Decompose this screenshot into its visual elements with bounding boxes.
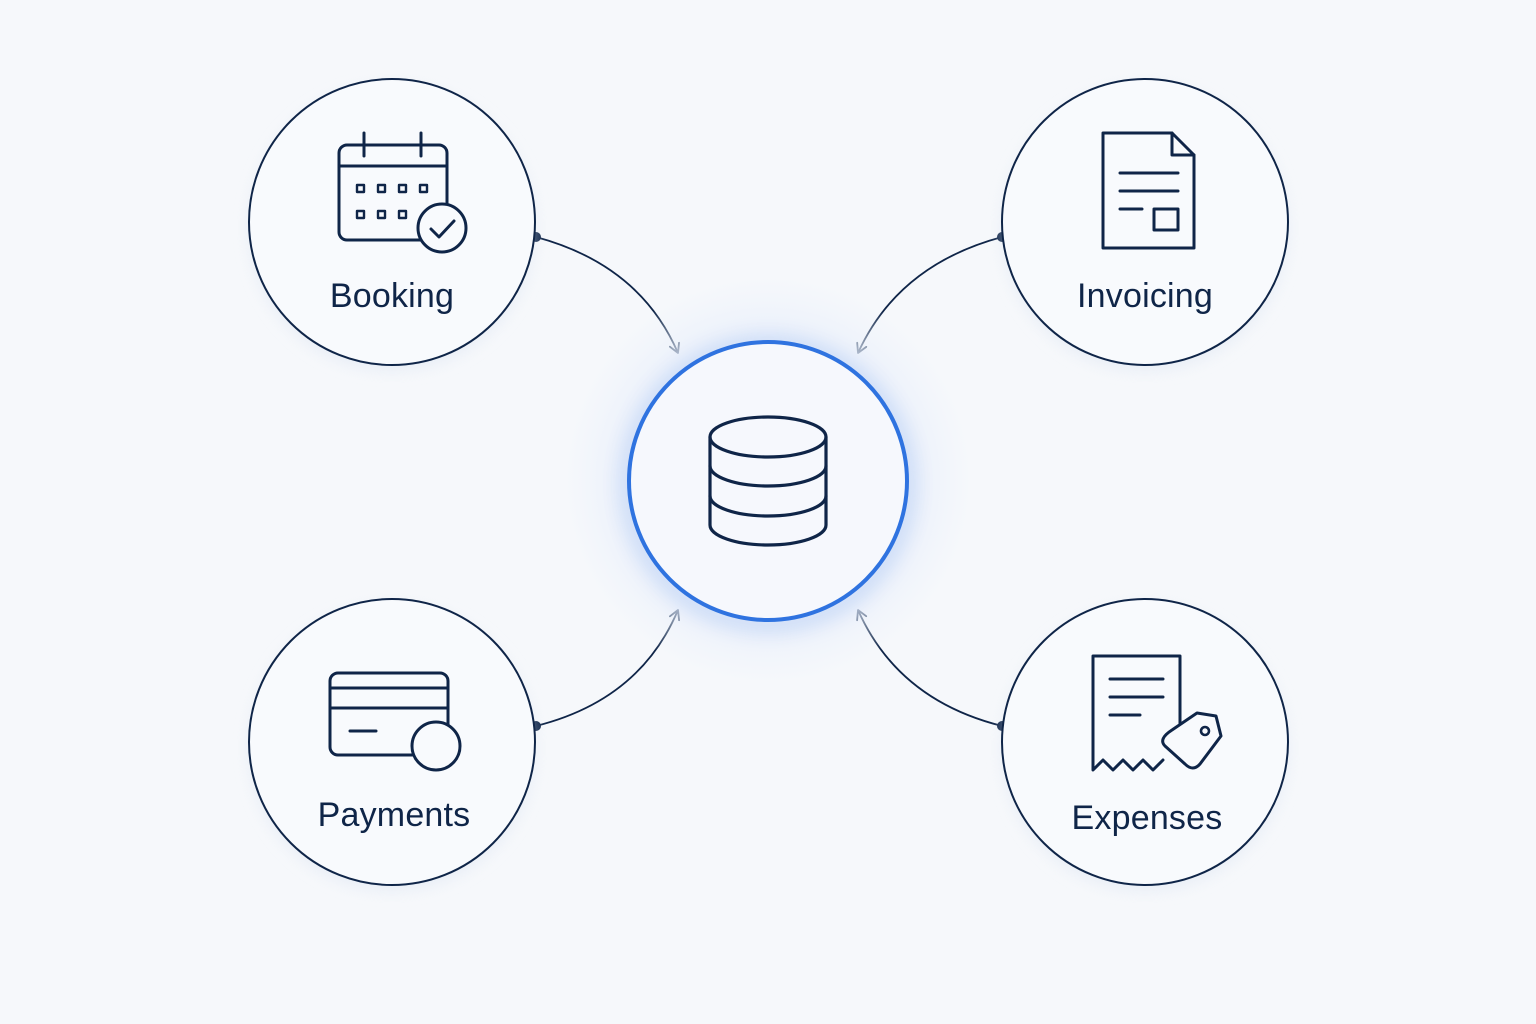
- hub-node[interactable]: [563, 275, 973, 685]
- calendar-check-icon: [337, 131, 468, 254]
- node-label-invoicing: Invoicing: [1077, 277, 1213, 315]
- invoice-document-icon: [1101, 131, 1196, 250]
- node-circle: [1001, 598, 1289, 886]
- node-label-payments: Payments: [318, 796, 471, 834]
- node-expenses[interactable]: Expenses: [1001, 598, 1289, 890]
- credit-card-coin-icon: [328, 671, 462, 772]
- node-label-booking: Booking: [330, 277, 454, 315]
- node-label-expenses: Expenses: [1072, 799, 1223, 837]
- node-payments[interactable]: Payments: [248, 598, 536, 890]
- node-circle: [1001, 78, 1289, 366]
- node-booking[interactable]: Booking: [248, 78, 536, 370]
- node-circle: [248, 598, 536, 886]
- receipt-tag-icon: [1091, 654, 1223, 772]
- node-circle: [248, 78, 536, 366]
- node-invoicing[interactable]: Invoicing: [1001, 78, 1289, 370]
- database-icon: [708, 415, 828, 547]
- hub-ring: [627, 340, 909, 622]
